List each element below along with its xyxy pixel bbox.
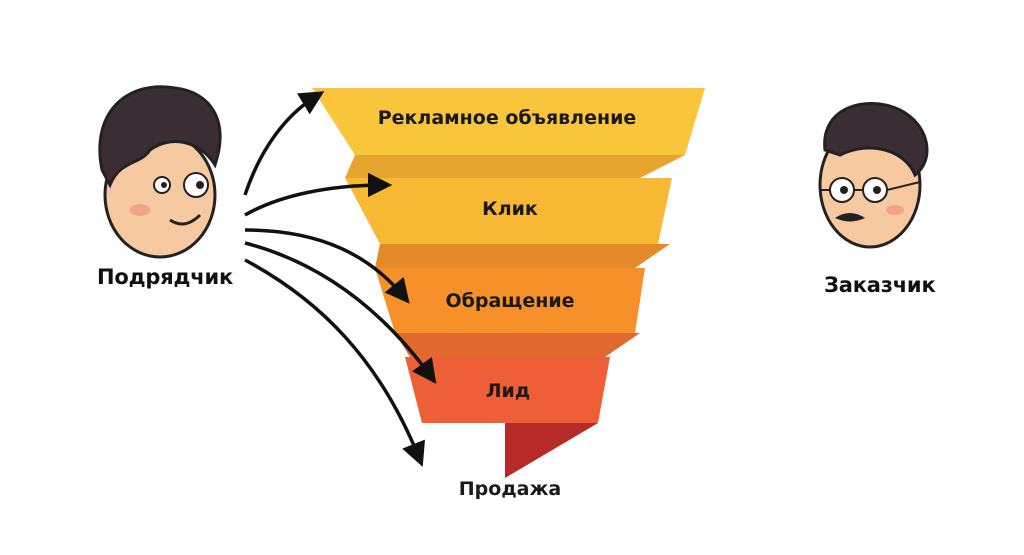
funnel-stage-3-label: Обращение (445, 290, 575, 312)
client-avatar-icon (818, 102, 929, 249)
arrow-to-stage-4 (244, 241, 437, 384)
funnel-fold-1 (345, 155, 685, 178)
arrow-to-sale (244, 258, 425, 467)
funnel-fold-3 (395, 333, 640, 357)
arrow-to-stage-1 (243, 91, 325, 196)
funnel-tail-label: Продажа (458, 478, 562, 500)
funnel-stage-2-label: Клик (482, 198, 538, 220)
funnel-stage-1-label: Рекламное объявление (377, 107, 637, 129)
arrow-to-stage-3 (244, 228, 410, 304)
funnel-stage-4-band (405, 357, 610, 423)
funnel-stage-2-band (345, 178, 672, 244)
contractor-avatar-icon (98, 85, 222, 259)
funnel-fold-2 (375, 244, 670, 268)
funnel-tail (420, 423, 598, 478)
arrow-to-stage-2 (244, 172, 393, 217)
client-label: Заказчик (824, 273, 936, 297)
funnel-stage-3-band (375, 268, 645, 333)
funnel-stage-4-label: Лид (485, 380, 531, 402)
contractor-label: Подрядчик (97, 265, 234, 289)
funnel-stage-1-band (312, 88, 705, 155)
arrows-group (243, 91, 437, 467)
